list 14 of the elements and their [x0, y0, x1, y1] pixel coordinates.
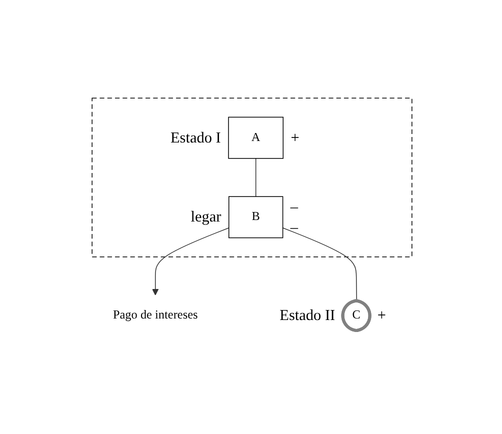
node-box: B: [228, 196, 284, 238]
side-text: +: [377, 306, 386, 324]
side-text: +: [290, 129, 300, 146]
node-box: A: [228, 116, 284, 159]
side-text: legar: [190, 208, 222, 226]
node-text: Pago de intereses: [112, 308, 198, 322]
arrow: [152, 227, 230, 296]
cluster: [92, 98, 412, 258]
connector: [255, 158, 256, 197]
side-text: Estado I: [170, 129, 221, 146]
side-text: Estado II: [280, 306, 336, 324]
side-text: –: [290, 218, 298, 236]
connector: [282, 227, 358, 302]
side-text: –: [290, 198, 298, 216]
